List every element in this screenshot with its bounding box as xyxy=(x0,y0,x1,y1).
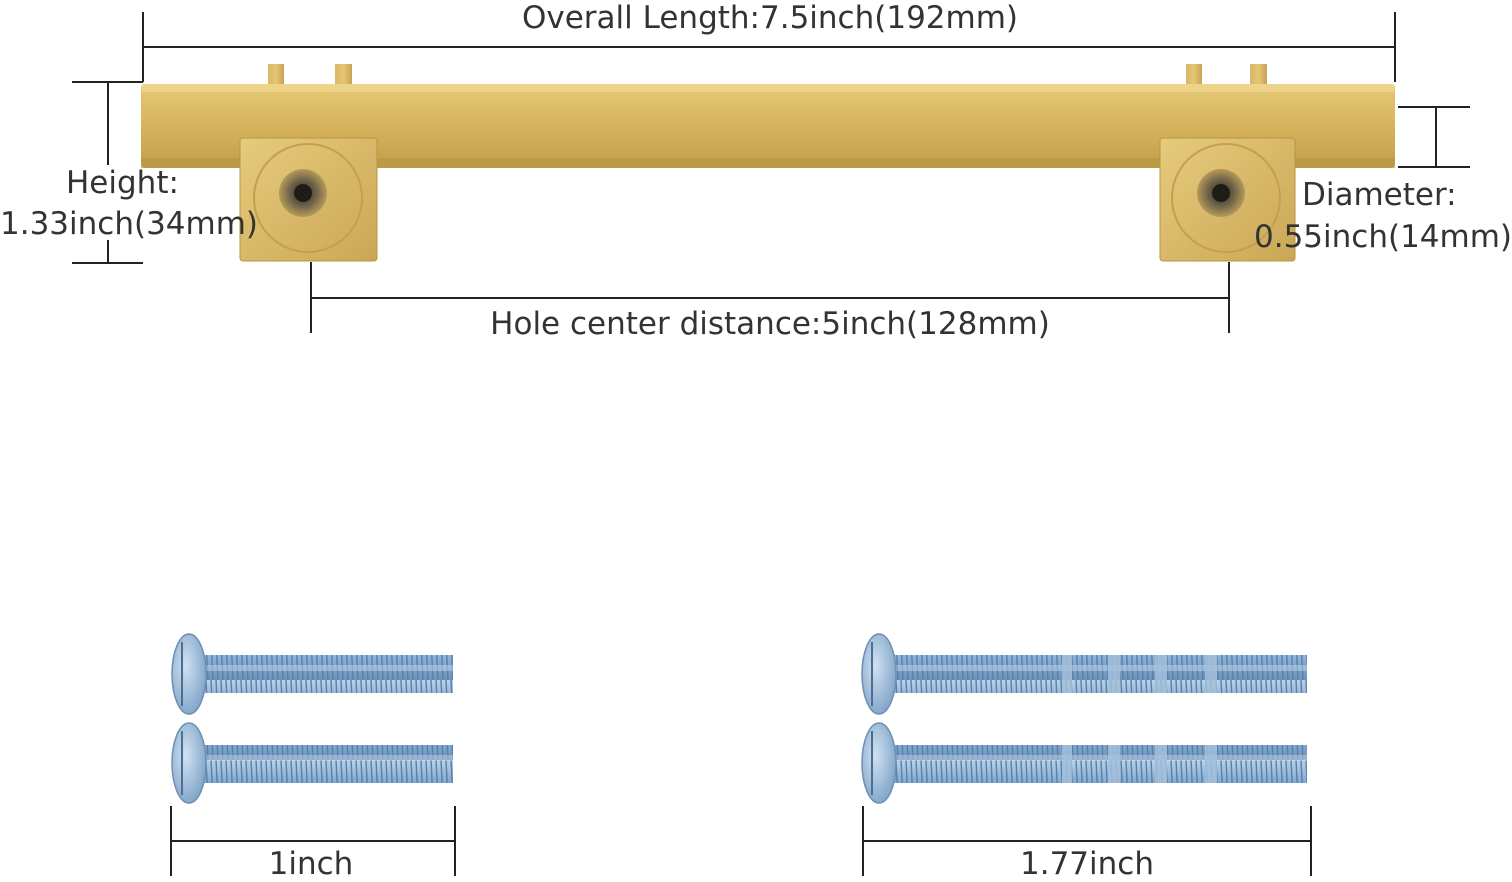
short-screw-length-label: 1inch xyxy=(268,846,354,882)
short-screws xyxy=(171,633,453,804)
right-mounting-base xyxy=(1159,137,1296,262)
dimension-lines xyxy=(72,12,1470,876)
long-screw-1 xyxy=(861,633,1307,715)
diameter-title-label: Diameter: xyxy=(1302,177,1457,213)
height-title-label: Height: xyxy=(66,165,179,201)
left-mounting-base xyxy=(239,137,378,262)
height-value-label: 1.33inch(34mm) xyxy=(0,206,259,242)
short-screw-2 xyxy=(171,722,453,804)
long-screw-length-label: 1.77inch xyxy=(1020,846,1154,882)
cabinet-handle xyxy=(141,64,1395,262)
handle-bar xyxy=(141,84,1395,168)
long-screw-2 xyxy=(861,722,1307,804)
short-screw-1 xyxy=(171,633,453,715)
overall-length-label: Overall Length:7.5inch(192mm) xyxy=(521,0,1018,36)
hole-center-distance-label: Hole center distance:5inch(128mm) xyxy=(490,306,1050,342)
long-screws xyxy=(861,633,1307,804)
diameter-value-label: 0.55inch(14mm) xyxy=(1254,219,1512,255)
